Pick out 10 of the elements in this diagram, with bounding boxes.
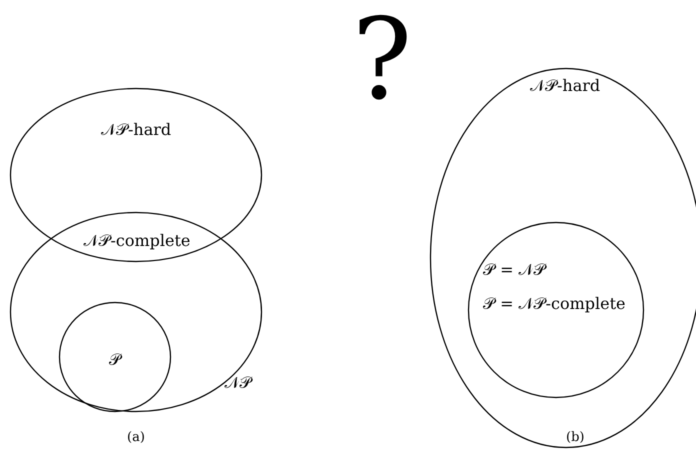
set-label: 𝒫 [109, 352, 121, 368]
set-label: 𝒩𝒫 [224, 375, 252, 391]
set-label: 𝒩𝒫-hard [101, 122, 172, 138]
set-label: 𝒫 = 𝒩𝒫-complete [483, 296, 626, 312]
panel-label: (a) [127, 430, 145, 444]
question-mark: ? [352, 4, 412, 116]
set-label: 𝒩𝒫-hard [530, 78, 600, 94]
set-label: 𝒫 = 𝒩𝒫 [483, 262, 546, 278]
panel-label: (b) [566, 430, 584, 444]
set-label: 𝒩𝒫-complete [84, 233, 190, 249]
